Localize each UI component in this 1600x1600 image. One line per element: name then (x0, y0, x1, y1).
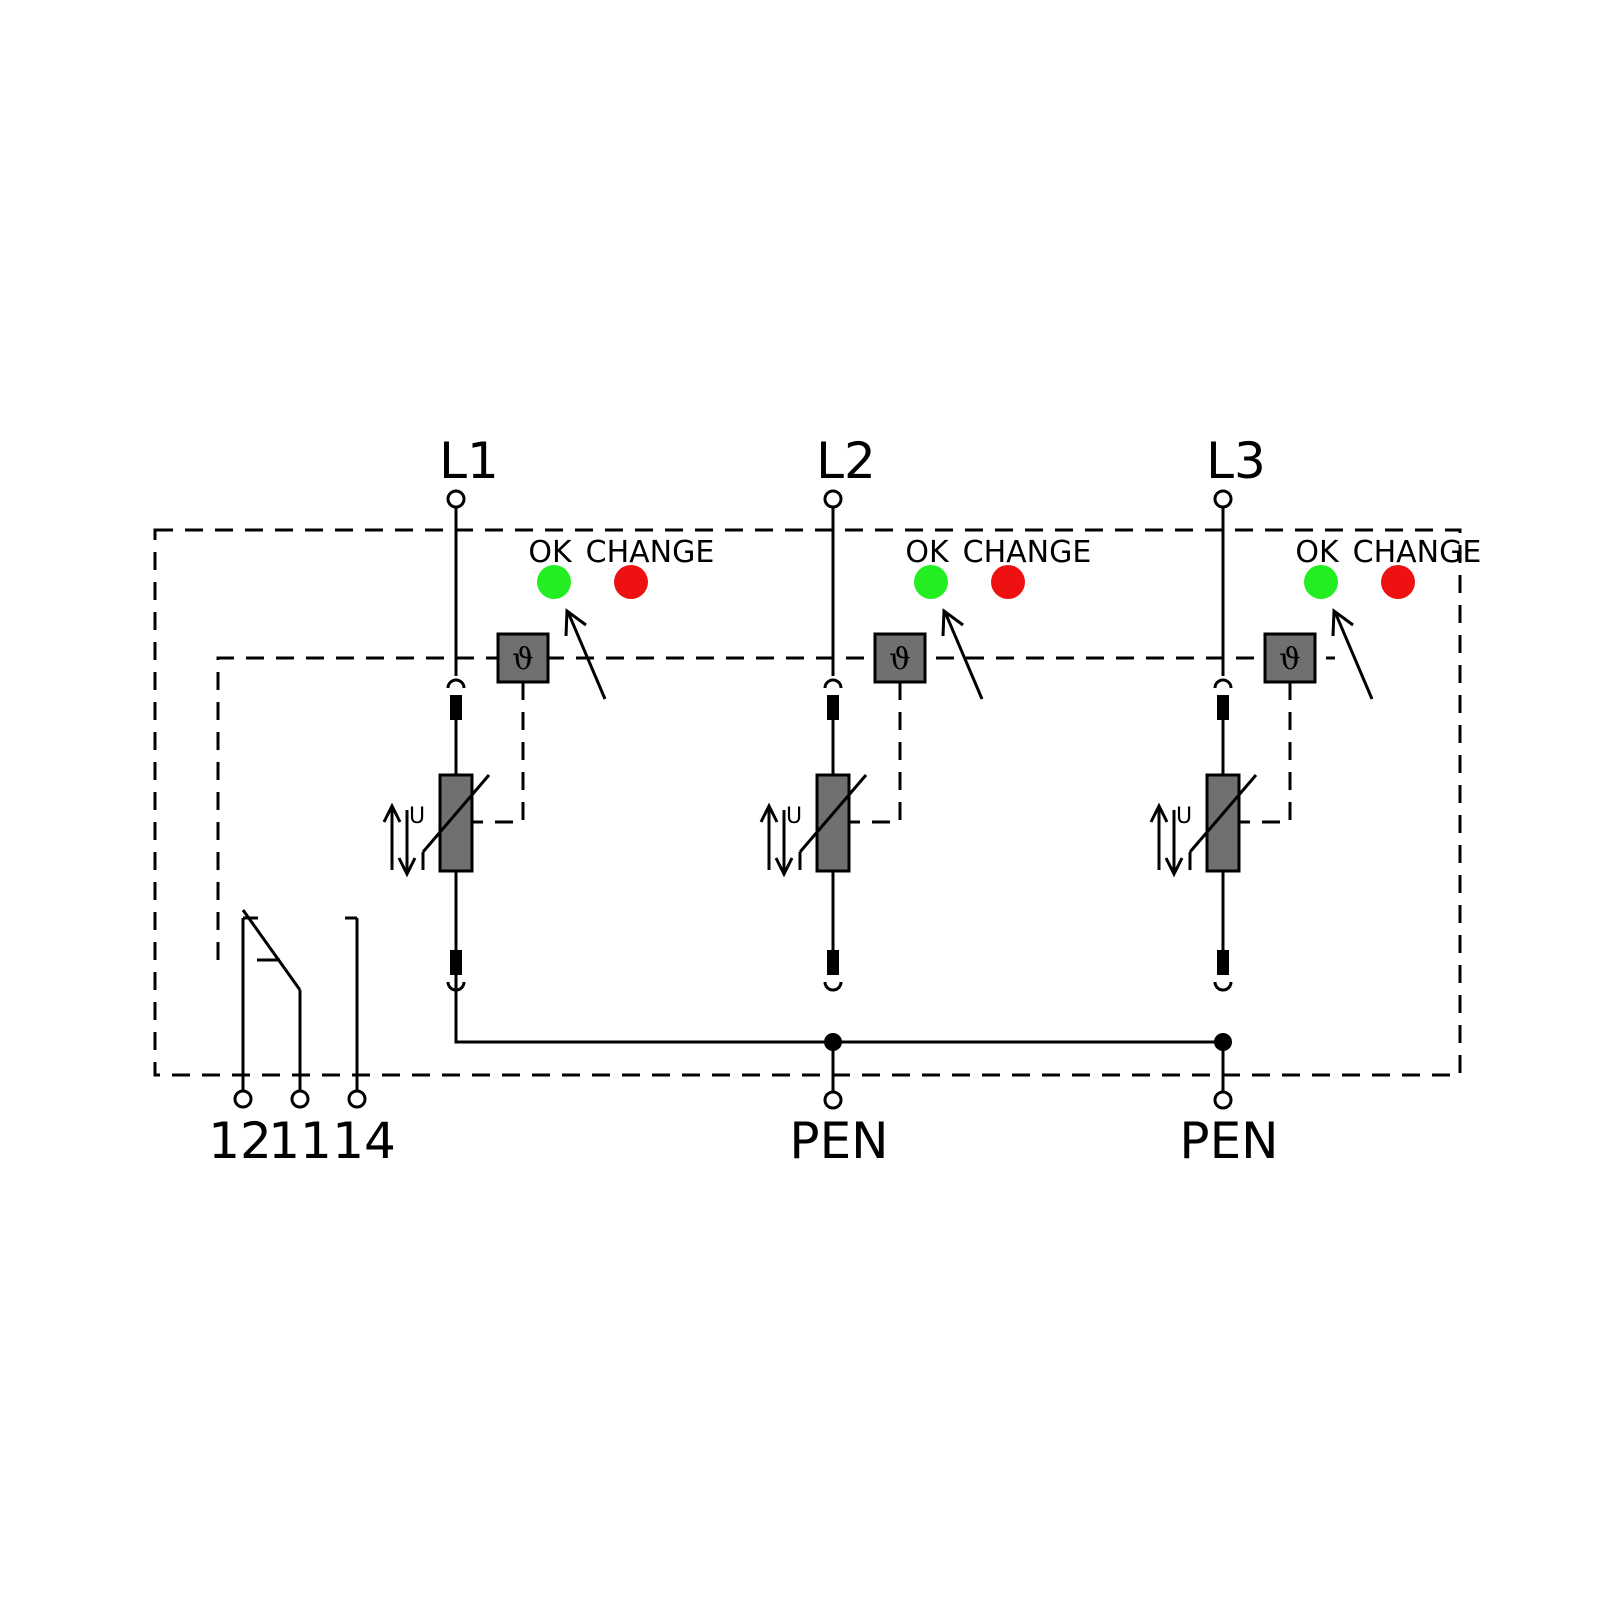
current-arrows-icon (1149, 802, 1184, 878)
contact-label-14: 14 (332, 1112, 396, 1170)
housing-outline (153, 528, 1462, 1077)
thermal-disconnect-icon: ϑ (873, 632, 927, 684)
plug-contact-bottom-2 (823, 981, 843, 992)
phase-label-1: L1 (439, 432, 499, 490)
plug-pin-bottom-3 (1217, 950, 1229, 975)
ok-led-icon (1304, 565, 1338, 599)
thermal-coupling-2 (849, 682, 902, 824)
plug-pin-top-2 (827, 695, 839, 720)
plug-pin-top-1 (450, 695, 462, 720)
change-led-icon (614, 565, 648, 599)
plug-contact-top-3 (1213, 678, 1233, 689)
change-led-icon (1381, 565, 1415, 599)
thermal-coupling-1 (472, 682, 525, 824)
contact-terminal-11 (290, 1089, 310, 1109)
contact-label-11: 11 (268, 1112, 332, 1170)
current-arrows-icon (382, 802, 417, 878)
varistor-label-3: U (1176, 804, 1192, 829)
plug-pin-bottom-1 (450, 950, 462, 975)
change-label-1: CHANGE (586, 535, 715, 570)
thermal-disconnect-icon: ϑ (1263, 632, 1317, 684)
indicator-lever-icon (941, 608, 984, 700)
current-arrows-icon (759, 802, 794, 878)
ok-led-icon (914, 565, 948, 599)
indicator-lever-icon (1331, 608, 1374, 700)
plug-pin-bottom-2 (827, 950, 839, 975)
ok-label-2: OK (905, 535, 950, 570)
phase-terminal-2 (823, 489, 843, 509)
contact-label-12: 12 (208, 1112, 272, 1170)
pen-label-1: PEN (789, 1112, 888, 1170)
change-led-icon (991, 565, 1025, 599)
contact-terminal-14 (347, 1089, 367, 1109)
thermal-coupling-3 (1239, 682, 1292, 824)
phase-label-3: L3 (1206, 432, 1266, 490)
pen-terminal-1 (823, 1090, 843, 1110)
plug-pin-top-3 (1217, 695, 1229, 720)
varistor-label-1: U (409, 804, 425, 829)
phase-label-2: L2 (816, 432, 876, 490)
pen-bus (454, 975, 1223, 1044)
thermal-disconnect-icon: ϑ (496, 632, 550, 684)
phase-terminal-3 (1213, 489, 1233, 509)
plug-contact-top-1 (446, 678, 466, 689)
ok-label-3: OK (1295, 535, 1340, 570)
plug-contact-top-2 (823, 678, 843, 689)
change-label-2: CHANGE (963, 535, 1092, 570)
thermal-symbol-1: ϑ (512, 642, 533, 677)
changeover-contact-icon (241, 909, 359, 1091)
signal-loop (216, 656, 1335, 960)
pen-terminal-2 (1213, 1090, 1233, 1110)
contact-terminal-12 (233, 1089, 253, 1109)
thermal-symbol-3: ϑ (1279, 642, 1300, 677)
indicator-lever-icon (564, 608, 607, 700)
varistor-label-2: U (786, 804, 802, 829)
varistor-icon: U (786, 773, 868, 873)
phase-terminal-1 (446, 489, 466, 509)
change-label-3: CHANGE (1353, 535, 1482, 570)
ok-label-1: OK (528, 535, 573, 570)
ok-led-icon (537, 565, 571, 599)
plug-contact-bottom-3 (1213, 981, 1233, 992)
thermal-symbol-2: ϑ (889, 642, 910, 677)
pen-label-2: PEN (1179, 1112, 1278, 1170)
